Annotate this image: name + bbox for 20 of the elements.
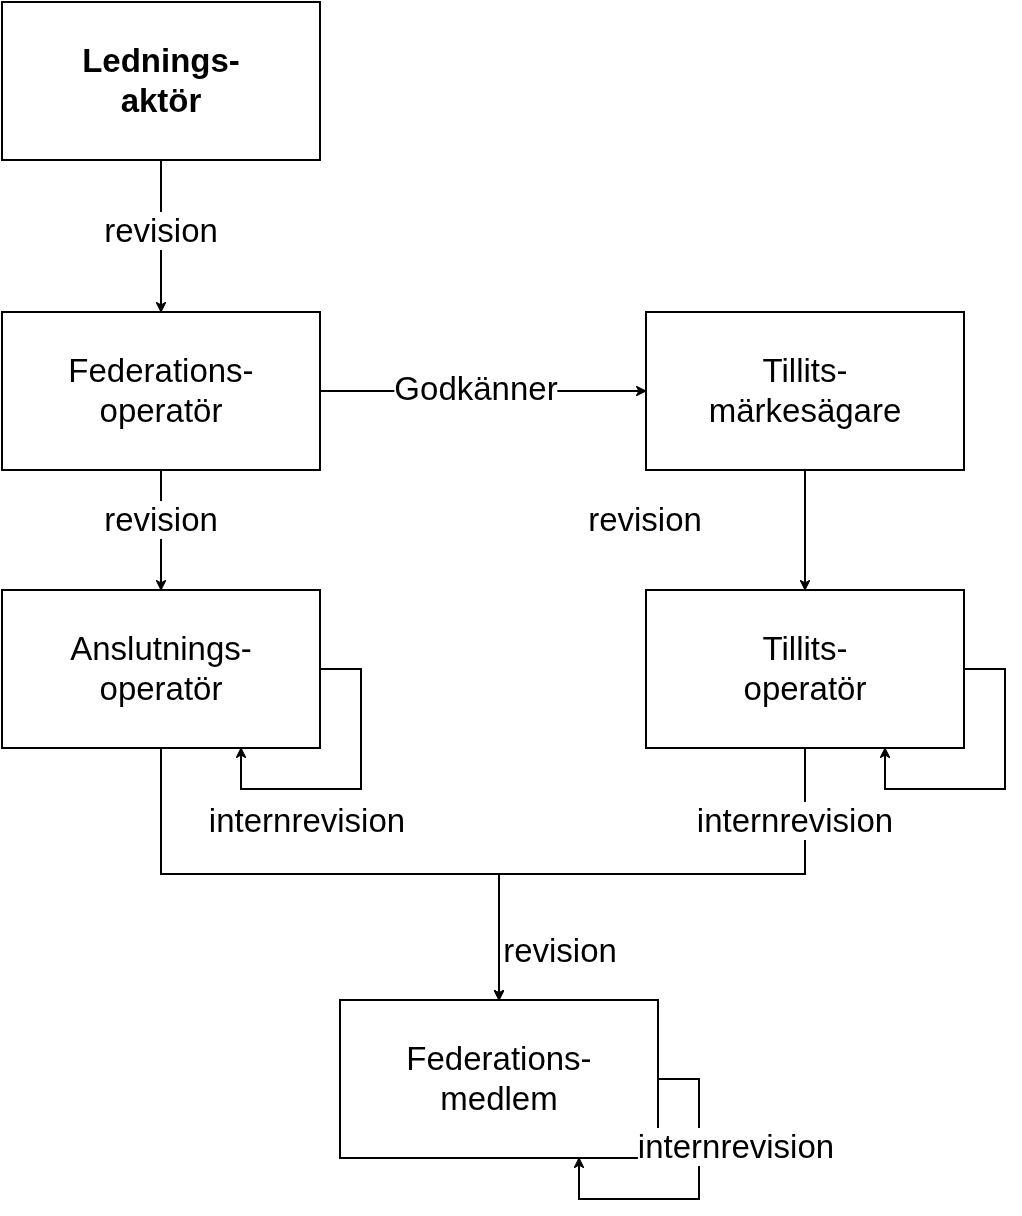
edge-label: revision xyxy=(104,212,218,250)
edge-label: internrevision xyxy=(637,1128,835,1166)
process-box xyxy=(645,589,965,749)
arrow xyxy=(235,668,362,790)
node-label: Tillits- operatör xyxy=(743,629,867,709)
edge-label: internrevision xyxy=(696,802,894,840)
arrow xyxy=(799,470,811,591)
node-label: Tillits- märkesägare xyxy=(708,351,902,431)
arrow xyxy=(573,1078,700,1200)
node-label: Anslutnings- operatör xyxy=(70,629,252,709)
node-label: Lednings- aktör xyxy=(82,41,240,121)
process-box xyxy=(1,1,321,161)
edge-label: revision xyxy=(104,501,218,539)
arrow xyxy=(493,748,806,1001)
process-box xyxy=(1,589,321,749)
node-label: Federations- operatör xyxy=(68,351,254,431)
process-box xyxy=(645,311,965,471)
arrow xyxy=(879,668,1006,790)
node-label: Federations- medlem xyxy=(406,1039,592,1119)
process-box xyxy=(1,311,321,471)
